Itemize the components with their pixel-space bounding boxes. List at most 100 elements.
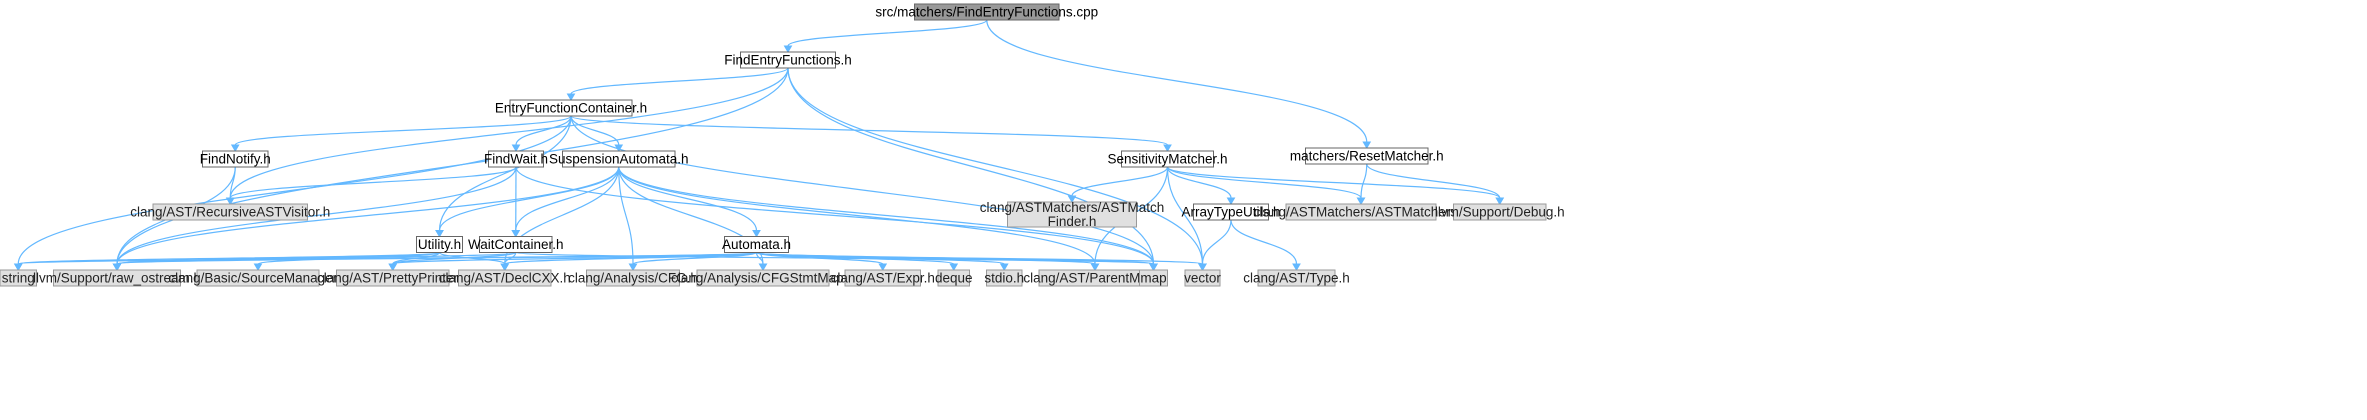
node-label: clang/AST/Expr.h [831, 271, 935, 286]
arrowhead [1149, 263, 1158, 271]
node-fn[interactable]: FindNotify.h [200, 150, 271, 168]
arrowhead [1067, 195, 1077, 203]
edge-au-to-vec [755, 251, 1207, 271]
edge-line [787, 67, 1204, 265]
graph-nodes: src/matchers/FindEntryFunctions.cppFindE… [0, 3, 1565, 287]
node-map: map [1139, 269, 1168, 287]
arrowhead [1163, 144, 1172, 152]
edge-au-to-csm [755, 252, 768, 271]
edge-line [229, 166, 517, 199]
arrowhead [566, 93, 576, 101]
node-box [1285, 203, 1437, 221]
edge-root-to-fef [783, 19, 988, 53]
edge-line [1166, 166, 1501, 199]
node-rm[interactable]: matchers/ResetMatcher.h [1290, 147, 1444, 165]
node-label: clang/Analysis/CFG.h [568, 271, 698, 286]
node-ut[interactable]: Utility.h [416, 236, 463, 253]
edge-fw-to-rav [225, 166, 517, 205]
arrowhead [752, 230, 761, 238]
arrowhead [949, 263, 959, 271]
node-box [202, 150, 269, 168]
arrowhead [1356, 197, 1366, 205]
node-box [1305, 147, 1429, 165]
node-stdio: stdio.h [984, 269, 1024, 287]
edge-line [1201, 219, 1232, 265]
edge-efc-to-fw [511, 115, 572, 152]
node-typ: clang/AST/Type.h [1243, 269, 1350, 287]
edge-atu-to-typ [1230, 219, 1301, 271]
node-label: Automata.h [722, 237, 791, 252]
arrowhead [225, 197, 235, 205]
node-label: stdio.h [984, 271, 1024, 286]
edge-line [438, 166, 620, 231]
edge-fef-to-map [787, 67, 1158, 271]
arrowhead [435, 230, 444, 238]
arrowhead [1362, 141, 1372, 149]
edge-fef-to-rav [225, 67, 789, 205]
node-label: matchers/ResetMatcher.h [1290, 149, 1444, 164]
arrowhead [112, 263, 122, 271]
node-dcx: clang/AST/DeclCXX.h [439, 269, 571, 287]
node-box [0, 269, 37, 287]
node-box [1257, 269, 1336, 287]
node-label: SensitivityMatcher.h [1107, 152, 1227, 167]
node-box [416, 236, 463, 253]
node-box [914, 3, 1060, 21]
edge-line [570, 67, 789, 95]
arrowhead [388, 263, 398, 271]
node-dbg: llvm/Support/Debug.h [1435, 203, 1565, 221]
edge-rm-to-dbg [1366, 163, 1505, 205]
node-label: FindWait.h [484, 152, 548, 167]
arrowhead [230, 144, 240, 152]
node-au[interactable]: Automata.h [722, 236, 791, 253]
node-label: clang/AST/PrettyPrinter.h [317, 271, 469, 286]
node-box [844, 269, 921, 287]
node-sm[interactable]: SensitivityMatcher.h [1107, 150, 1228, 168]
edge-fef-to-efc [566, 67, 789, 101]
edge-root-to-rm [986, 19, 1372, 149]
node-box [740, 51, 836, 69]
node-str: string [0, 269, 37, 287]
edge-line [1071, 166, 1169, 197]
node-box [336, 269, 450, 287]
node-label: clang/AST/DeclCXX.h [439, 271, 571, 286]
edge-efc-to-fn [230, 115, 572, 152]
node-ro: llvm/Support/raw_ostream.h [33, 269, 201, 287]
edge-au-to-dcx [500, 251, 758, 271]
edge-sa-to-ut [435, 166, 620, 238]
edge-line [570, 115, 1155, 265]
node-efc[interactable]: EntryFunctionContainer.h [495, 99, 647, 117]
node-box [696, 269, 830, 287]
node-box [937, 269, 970, 287]
edge-line [1230, 219, 1298, 265]
edge-sa-to-wc [511, 166, 620, 238]
node-label: clang/AST/RecursiveASTVisitor.h [130, 205, 330, 220]
node-expr: clang/AST/Expr.h [831, 269, 935, 287]
node-label: WaitContainer.h [468, 237, 564, 252]
node-label: src/matchers/FindEntryFunctions.cpp [875, 5, 1098, 20]
node-fw[interactable]: FindWait.h [484, 150, 548, 168]
node-root[interactable]: src/matchers/FindEntryFunctions.cpp [875, 3, 1098, 21]
arrowhead [1198, 263, 1207, 271]
node-label: clang/AST/Type.h [1243, 271, 1350, 286]
edge-line [1360, 163, 1368, 199]
node-label: llvm/Support/raw_ostream.h [33, 271, 201, 286]
edge-sm-to-atu [1166, 166, 1236, 205]
node-sa[interactable]: SuspensionAutomata.h [549, 150, 689, 168]
node-box [479, 236, 553, 253]
edge-sa-to-au [618, 166, 761, 238]
node-label: FindEntryFunctions.h [724, 53, 852, 68]
node-fef[interactable]: FindEntryFunctions.h [724, 51, 852, 69]
node-sman: clang/Basic/SourceManager.h [168, 269, 348, 287]
edge-line [986, 19, 1368, 143]
arrowhead [511, 230, 521, 238]
edge-line [234, 115, 572, 146]
edge-fef-to-vec [787, 67, 1207, 271]
edge-sm-to-am [1166, 166, 1366, 205]
node-box [509, 99, 633, 117]
edge-line [618, 166, 1155, 265]
node-wc[interactable]: WaitContainer.h [468, 236, 564, 253]
node-atu[interactable]: ArrayTypeUtils.h [1181, 203, 1281, 221]
